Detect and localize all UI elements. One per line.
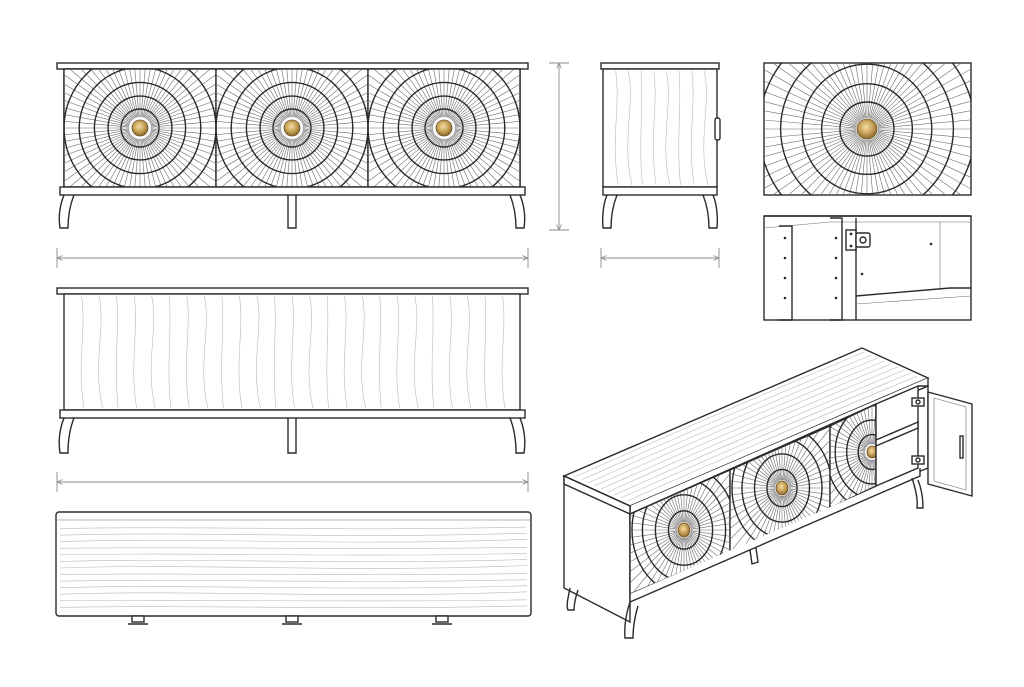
top-plan-view xyxy=(55,511,532,625)
persp-leg-front-right xyxy=(911,477,924,509)
persp-base-rail xyxy=(629,468,921,604)
side-base-rail xyxy=(602,186,718,196)
side-door-handle xyxy=(714,117,721,141)
door-left xyxy=(63,68,217,188)
back-top-slab xyxy=(56,287,529,295)
persp-open-door xyxy=(927,391,973,497)
dimension-overall-depth xyxy=(601,248,719,268)
front-leg-left xyxy=(58,194,75,229)
front-leg-center xyxy=(287,195,297,229)
door-right xyxy=(367,68,521,188)
hinge-detail-door-edge-center xyxy=(830,217,843,321)
persp-leg-back-left xyxy=(566,587,579,611)
persp-interior-shelf xyxy=(875,420,919,448)
front-elevation-view xyxy=(56,62,529,229)
door-pattern-detail-view xyxy=(763,62,972,196)
perspective-view xyxy=(562,347,973,639)
back-leg-right xyxy=(509,417,526,454)
door-left-knob xyxy=(131,119,149,137)
dimension-back-width xyxy=(57,472,528,492)
back-base-rail xyxy=(59,409,526,419)
side-leg-right xyxy=(702,194,719,229)
front-base-rail xyxy=(59,186,526,196)
back-elevation-view xyxy=(56,287,529,454)
persp-leg-center xyxy=(749,547,759,565)
hinge-detail-door-edge-left xyxy=(779,225,793,321)
wood-grain xyxy=(574,351,918,502)
persp-hinge-top-icon xyxy=(911,397,925,407)
side-top-slab xyxy=(600,62,720,70)
top-plan-foot-right xyxy=(432,615,452,625)
sunburst-pattern xyxy=(368,69,520,187)
top-plan-foot-left xyxy=(128,615,148,625)
pattern-detail-knob xyxy=(856,118,878,140)
persp-knob-center xyxy=(775,480,789,496)
dimension-front-width xyxy=(57,248,528,268)
front-top-slab xyxy=(56,62,529,70)
persp-knob-left xyxy=(677,522,691,538)
top-plan-foot-center xyxy=(282,615,302,625)
hinge-detail-view xyxy=(763,215,972,321)
door-center-knob xyxy=(283,119,301,137)
sunburst-pattern xyxy=(764,63,971,195)
wood-grain xyxy=(80,295,506,409)
persp-door-handle xyxy=(959,435,964,459)
side-panel xyxy=(602,68,718,188)
hinge-detail-shelf xyxy=(855,287,971,297)
persp-hinge-bottom-icon xyxy=(911,455,925,465)
persp-leg-front-left xyxy=(624,601,639,639)
side-elevation-view xyxy=(600,62,721,229)
wood-grain xyxy=(614,70,709,186)
front-leg-right xyxy=(509,194,526,229)
side-leg-left xyxy=(601,194,618,229)
sunburst-pattern xyxy=(64,69,216,187)
concealed-hinge-icon xyxy=(845,229,871,251)
sunburst-pattern xyxy=(216,69,368,187)
dimension-overall-height xyxy=(549,63,569,230)
door-center xyxy=(215,68,369,188)
front-doors xyxy=(63,68,521,188)
back-leg-left xyxy=(58,417,75,454)
wood-grain xyxy=(59,526,528,608)
back-leg-center xyxy=(287,418,297,454)
door-right-knob xyxy=(435,119,453,137)
